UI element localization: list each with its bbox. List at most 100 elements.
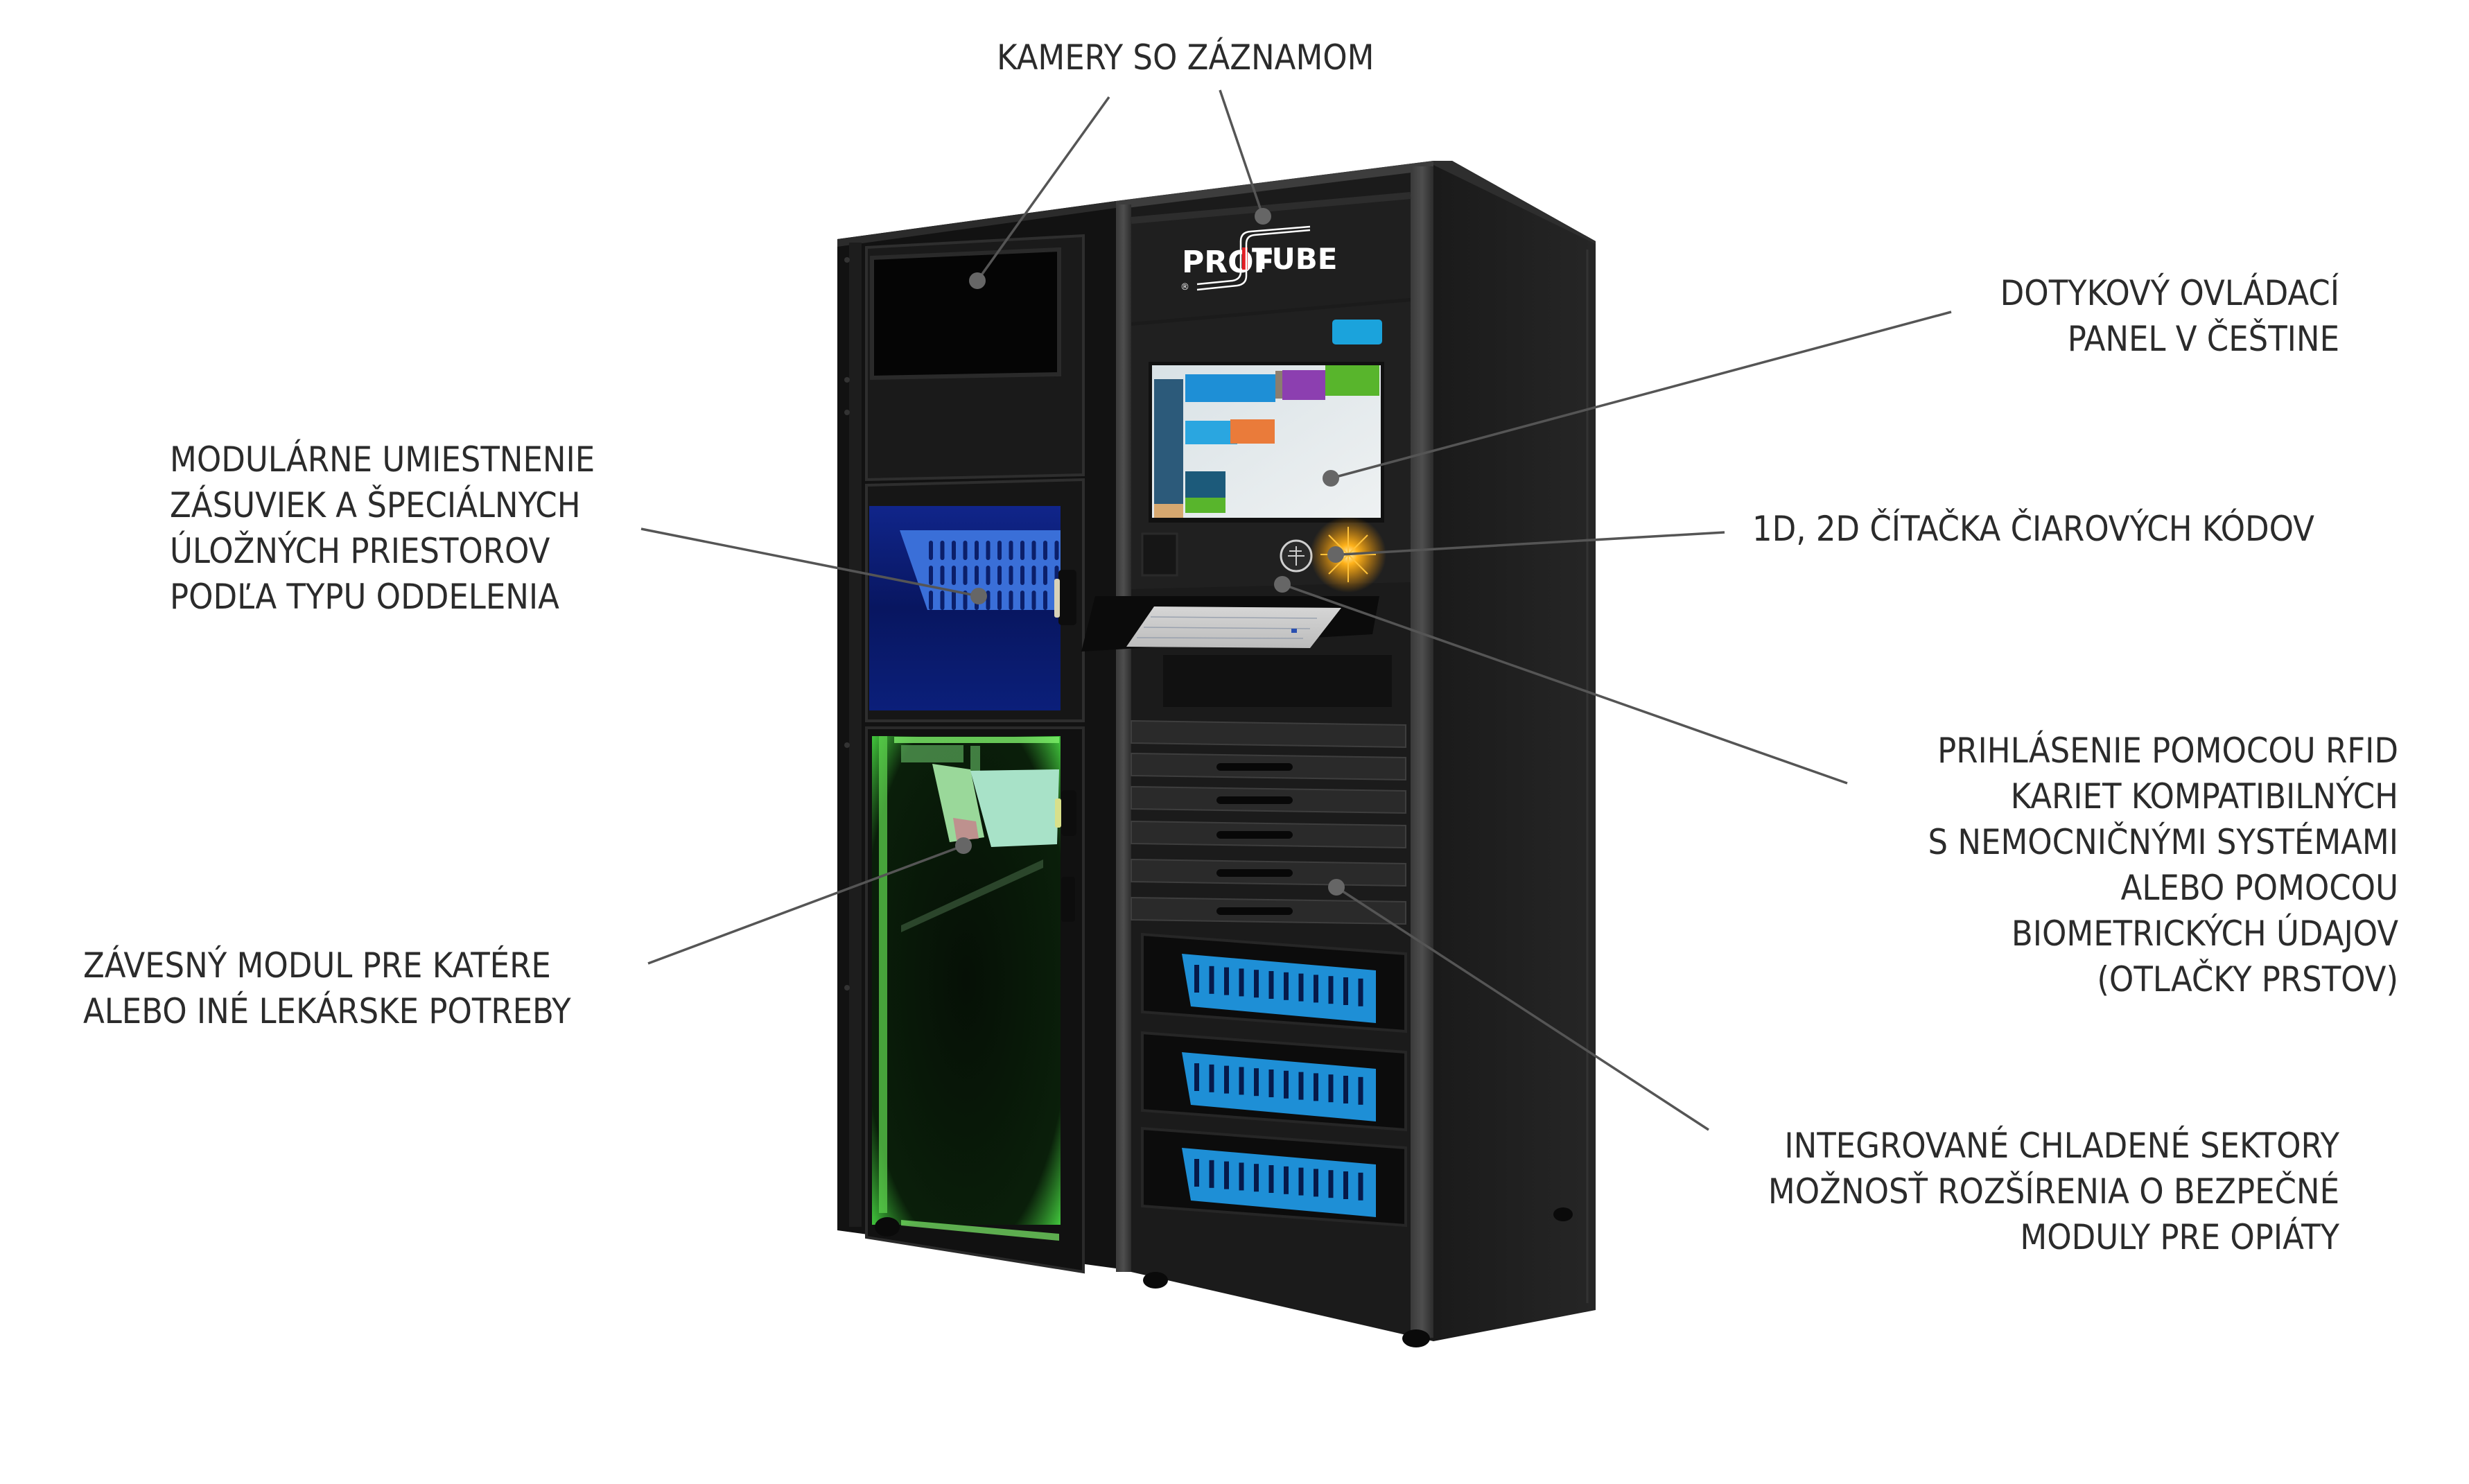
tray-slot — [1343, 1171, 1348, 1199]
callout-cameras: KAMERY SO ZÁZNAMOM — [997, 35, 1375, 80]
screen-tile[interactable] — [1185, 421, 1237, 444]
callout-line: PRIHLÁSENIE POMOCOU RFID — [1937, 731, 2398, 771]
callout-line: MODULY PRE OPIÁTY — [2020, 1217, 2339, 1257]
tray-slot — [1209, 966, 1214, 994]
cabinet-foot — [1553, 1207, 1573, 1221]
callout-line: KARIET KOMPATIBILNÝCH — [2010, 776, 2398, 817]
drawer-handle — [1216, 831, 1293, 839]
leader-line — [976, 96, 1110, 282]
logo-text-right: TUBE — [1252, 242, 1337, 276]
basket-slot — [929, 591, 933, 610]
tray-slot — [1239, 1067, 1244, 1095]
drawer-handle — [1216, 907, 1293, 915]
cabinet-foot — [1143, 1272, 1168, 1289]
callout-line: ALEBO POMOCOU — [2120, 868, 2398, 908]
marker-dot — [1255, 208, 1271, 225]
callout-hanging-module: ZÁVESNÝ MODUL PRE KATÉRE ALEBO INÉ LEKÁR… — [83, 943, 571, 1034]
basket-slot — [952, 541, 956, 560]
logo-accent-bar — [1242, 247, 1248, 270]
screen-tile[interactable] — [1185, 471, 1225, 499]
basket-slot — [1043, 591, 1047, 610]
tray-slot — [1254, 1068, 1259, 1097]
tray-slot — [1284, 1070, 1289, 1099]
basket-slot — [1009, 541, 1013, 560]
tray-slot — [1194, 1063, 1199, 1091]
hanging-supply-pack — [970, 769, 1059, 847]
tray-slot — [1224, 1065, 1229, 1094]
drawer-tray — [1182, 1148, 1376, 1217]
touch-panel[interactable] — [1131, 302, 1411, 589]
screen-tile[interactable] — [1185, 374, 1275, 402]
tray-slot — [1298, 973, 1304, 1002]
callout-line: BIOMETRICKÝCH ÚDAJOV — [2011, 914, 2398, 954]
basket-slot — [986, 541, 991, 560]
drawer-tray — [1182, 954, 1376, 1023]
basket-slot — [1020, 591, 1024, 610]
tray-slot — [1224, 1161, 1229, 1189]
basket-slot — [975, 566, 979, 585]
screen-tile[interactable] — [1325, 365, 1379, 396]
basket-slot — [1020, 566, 1024, 585]
brand-logo: PROF TUBE ® — [1180, 225, 1337, 293]
leader-line — [1341, 531, 1725, 556]
callout-line: 1D, 2D ČÍTAČKA ČIAROVÝCH KÓDOV — [1752, 509, 2314, 549]
callout-rfid-login: PRIHLÁSENIE POMOCOU RFID KARIET KOMPATIB… — [1788, 728, 2398, 1002]
cabinet-foot — [875, 1217, 900, 1237]
basket-slot — [1009, 566, 1013, 585]
callout-line: ZÁVESNÝ MODUL PRE KATÉRE — [83, 945, 551, 986]
callout-cooled-sectors: INTEGROVANÉ CHLADENÉ SEKTORY MOŽNOSŤ ROZ… — [1677, 1123, 2339, 1260]
tray-slot — [1254, 1164, 1259, 1192]
tray-slot — [1268, 1165, 1274, 1193]
cabinet-foot — [1402, 1329, 1430, 1347]
basket-slot — [940, 541, 945, 560]
basket-slot — [1031, 541, 1036, 560]
callout-touch-panel: DOTYKOVÝ OVLÁDACÍ PANEL V ČEŠTINE — [1830, 270, 2339, 362]
tray-slot — [1268, 1070, 1274, 1097]
tray-slot — [1328, 1074, 1334, 1103]
marker-dot — [1328, 879, 1345, 896]
callout-line: PANEL V ČEŠTINE — [2067, 319, 2339, 359]
callout-line: MOŽNOSŤ ROZŠÍRENIA O BEZPEČNÉ — [1768, 1171, 2339, 1212]
tray-slot — [1358, 1172, 1363, 1201]
basket-slot — [975, 541, 979, 560]
marker-dot — [1323, 470, 1339, 487]
tray-slot — [1343, 977, 1348, 1005]
tray-slot — [1314, 1169, 1318, 1197]
screen-tile[interactable] — [1185, 498, 1225, 513]
leader-line — [640, 527, 979, 597]
drawer-stack — [1131, 719, 1406, 925]
marker-dot — [969, 272, 986, 289]
basket-slots — [929, 541, 1059, 610]
callout-line: (OTLAČKY PRSTOV) — [2097, 959, 2398, 999]
basket-slot — [963, 591, 968, 610]
tray-slot — [1194, 965, 1199, 993]
hanging-compartment — [865, 726, 1085, 1274]
callout-line: KAMERY SO ZÁZNAMOM — [997, 37, 1375, 78]
registered-mark: ® — [1180, 282, 1189, 293]
screen-tile[interactable] — [1282, 370, 1325, 400]
marker-dot — [970, 588, 987, 604]
leader-line — [1330, 311, 1952, 480]
basket-slot — [986, 566, 991, 585]
tray-slot — [1239, 968, 1244, 997]
drawer-handle — [1216, 796, 1293, 804]
tray-slot — [1314, 975, 1318, 1003]
basket-slot — [929, 566, 933, 585]
tray-slot — [1268, 971, 1274, 999]
tray-slot — [1358, 978, 1363, 1006]
marker-dot — [955, 837, 972, 854]
tray-slot — [1358, 1076, 1363, 1105]
rfid-reader[interactable] — [1141, 532, 1178, 577]
basket-slot — [952, 566, 956, 585]
screen-tile[interactable] — [1230, 419, 1275, 444]
basket-slot — [997, 591, 1002, 610]
callout-modular-storage: MODULÁRNE UMIESTNENIE ZÁSUVIEK A ŠPECIÁL… — [170, 437, 595, 620]
basket-slot — [997, 541, 1002, 560]
tray-slot — [1298, 1167, 1304, 1196]
marker-dot — [1327, 546, 1344, 563]
drawer — [1131, 719, 1406, 749]
logo-text-left: PROF — [1182, 245, 1275, 280]
tray-slot — [1284, 972, 1289, 1000]
tray-slot — [1284, 1166, 1289, 1194]
callout-line: PODĽA TYPU ODDELENIA — [170, 577, 559, 617]
